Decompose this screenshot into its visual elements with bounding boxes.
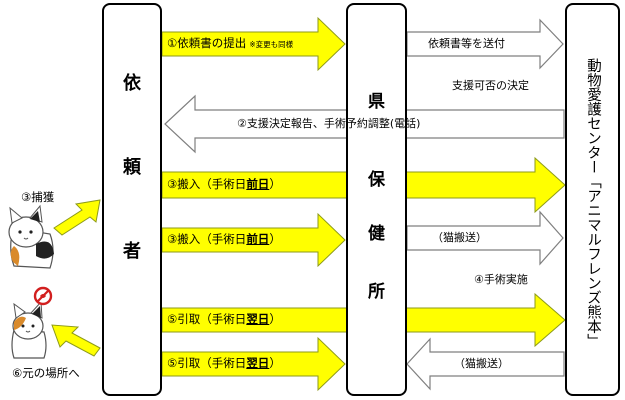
bring-in-center-day: 前日 [246, 177, 270, 191]
arrow-bring-in-to-health-center [161, 212, 346, 268]
arrow-return [51, 324, 101, 357]
capture-label: ③捕獲 [21, 190, 55, 204]
bring-in-center-label: ③搬入（手術日前日） [167, 177, 281, 191]
pickup-health-label: ⑤引取（手術日翌日） [167, 356, 281, 370]
bring-in-center-post: ） [269, 177, 281, 191]
bring-in-health-post: ） [269, 232, 281, 246]
surgery-label: ④手術実施 [474, 273, 528, 286]
health-center-char-4: 所 [368, 282, 385, 302]
cat-transport-label-2: （猫搬送） [454, 357, 509, 370]
submit-request-label: ①依頼書の提出※変更も同様 [167, 36, 294, 50]
requester-char-3: 者 [123, 241, 141, 262]
bring-in-health-label: ③搬入（手術日前日） [167, 232, 281, 246]
pickup-health-post: ） [269, 356, 281, 370]
submit-request-text: ①依頼書の提出 [167, 36, 247, 50]
return-label: ⑥元の場所へ [12, 366, 80, 380]
bring-in-health-pre: ③搬入（手術日 [167, 232, 247, 246]
requester-box: 依 頼 者 [102, 3, 162, 396]
pickup-center-post: ） [269, 312, 281, 326]
arrow-cat-transport-1 [406, 210, 564, 266]
bring-in-center-pre: ③搬入（手術日 [167, 177, 247, 191]
health-center-char-1: 県 [368, 92, 385, 112]
health-center-box: 県 保 健 所 [346, 3, 407, 396]
animal-center-box: 動物愛護センター「アニマルフレンズ熊本」 [565, 3, 620, 396]
support-decision-label: 支援可否の決定 [452, 79, 529, 92]
send-documents-label: 依頼書等を送付 [428, 37, 505, 50]
requester-char-1: 依 [123, 73, 141, 94]
pickup-center-label: ⑤引取（手術日翌日） [167, 312, 281, 326]
pickup-health-pre: ⑤引取（手術日 [167, 356, 247, 370]
arrow-pickup-from-health-center [161, 336, 346, 392]
arrow-submit-request [161, 16, 346, 72]
pickup-center-pre: ⑤引取（手術日 [167, 312, 247, 326]
requester-char-2: 頼 [123, 157, 141, 178]
health-center-char-2: 保 [368, 170, 385, 190]
pickup-center-day: 翌日 [246, 312, 270, 326]
change-note: ※変更も同様 [249, 40, 294, 49]
arrow-capture [53, 199, 101, 236]
arrow-cat-transport-2 [406, 337, 565, 391]
bring-in-health-day: 前日 [246, 232, 270, 246]
health-center-char-3: 健 [368, 224, 385, 244]
animal-center-name: 動物愛護センター「アニマルフレンズ熊本」 [585, 58, 601, 348]
arrow-send-documents [406, 18, 564, 70]
decision-report-label: ②支援決定報告、手術予約調整(電話) [237, 117, 421, 130]
captured-cat-illustration [8, 204, 54, 269]
cat-transport-label-1: （猫搬送） [432, 231, 487, 244]
returned-cat-illustration [11, 286, 53, 359]
pickup-health-day: 翌日 [246, 356, 270, 370]
